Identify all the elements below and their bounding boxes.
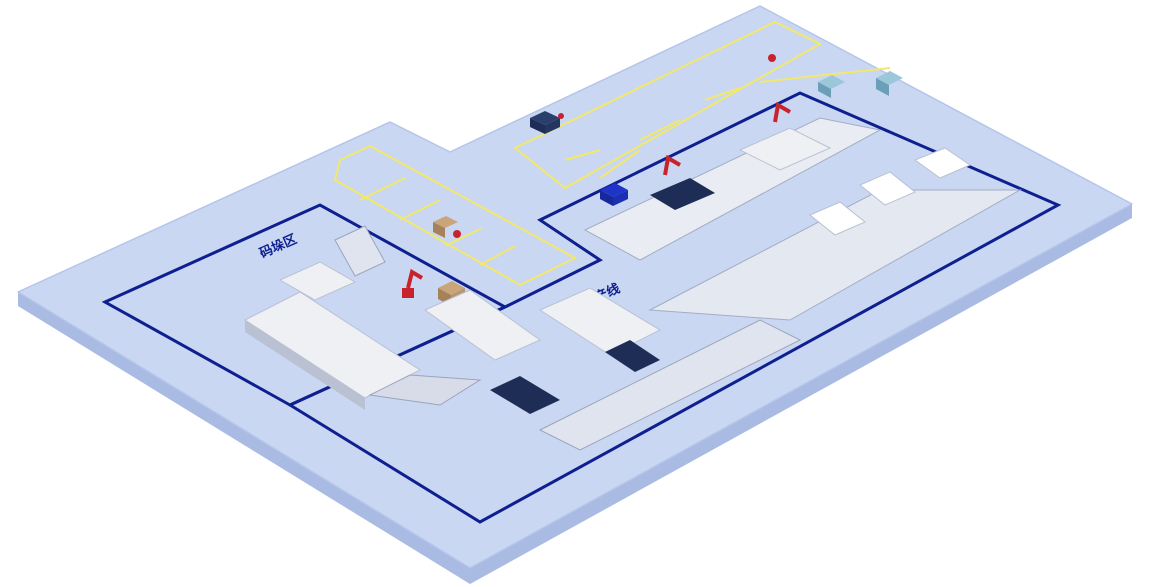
stacking-unit-2: [859, 171, 916, 206]
agv-box-side: [433, 222, 445, 238]
robot-cell-conveyor: [423, 289, 542, 361]
agv-charger-3: [453, 230, 461, 238]
stacking-unit-3: [913, 147, 972, 179]
lower-press: [490, 376, 560, 414]
pallet-box: [438, 281, 465, 295]
robot-arm-icon: [402, 268, 424, 298]
agv-path-left-loop: [333, 144, 578, 287]
robot-arm: [406, 268, 424, 289]
agv-charger-1: [768, 54, 776, 62]
agv-path-right-branches: [564, 67, 891, 179]
long-packing-machine-side: [245, 320, 365, 410]
zone-borders: [101, 91, 1062, 524]
agv-path-right-loop: [513, 20, 823, 190]
robot-arm-1: [663, 154, 682, 176]
cutting-machine: [538, 287, 662, 356]
main-roller-conveyor: [538, 319, 802, 451]
panel-saw-bed: [605, 340, 660, 372]
blue-material-bin: [600, 183, 628, 197]
output-conveyor: [368, 374, 482, 406]
agv-box-top: [433, 216, 458, 228]
teal-cabinet-1-side: [818, 82, 831, 98]
upper-press: [650, 178, 715, 210]
blue-material-bin-side: [600, 190, 613, 206]
robot-arm-2: [773, 101, 792, 123]
teal-cabinet-2: [876, 71, 903, 85]
agv-stations: [433, 54, 776, 238]
agv-cart-icon: [530, 111, 560, 134]
dark-agv-side: [530, 118, 545, 134]
agv-path-left-branches: [359, 177, 516, 266]
production-zone-border: [286, 91, 1062, 524]
cross-conveyor: [648, 189, 1022, 321]
teal-cabinet-1: [818, 75, 845, 89]
stacking-unit-1: [809, 201, 866, 236]
robot-base: [402, 288, 414, 298]
edgebander: [738, 127, 832, 171]
robot-arm-icon-production-1: [663, 154, 682, 176]
wrapping-station: [278, 261, 357, 301]
palletizing-equipment: [244, 225, 542, 410]
floor-top: [17, 5, 1133, 569]
teal-cabinet-2-side: [876, 78, 889, 96]
blue-material-bin-front: [613, 190, 628, 206]
dark-agv-front: [545, 118, 560, 134]
factory-floor: [17, 5, 1133, 584]
robot-arm-icon-production-2: [773, 101, 792, 123]
production-equipment: [490, 71, 1022, 451]
agv-charger-2: [558, 113, 564, 119]
gantry-palletizer: [334, 225, 386, 277]
agv-paths: [333, 20, 891, 287]
